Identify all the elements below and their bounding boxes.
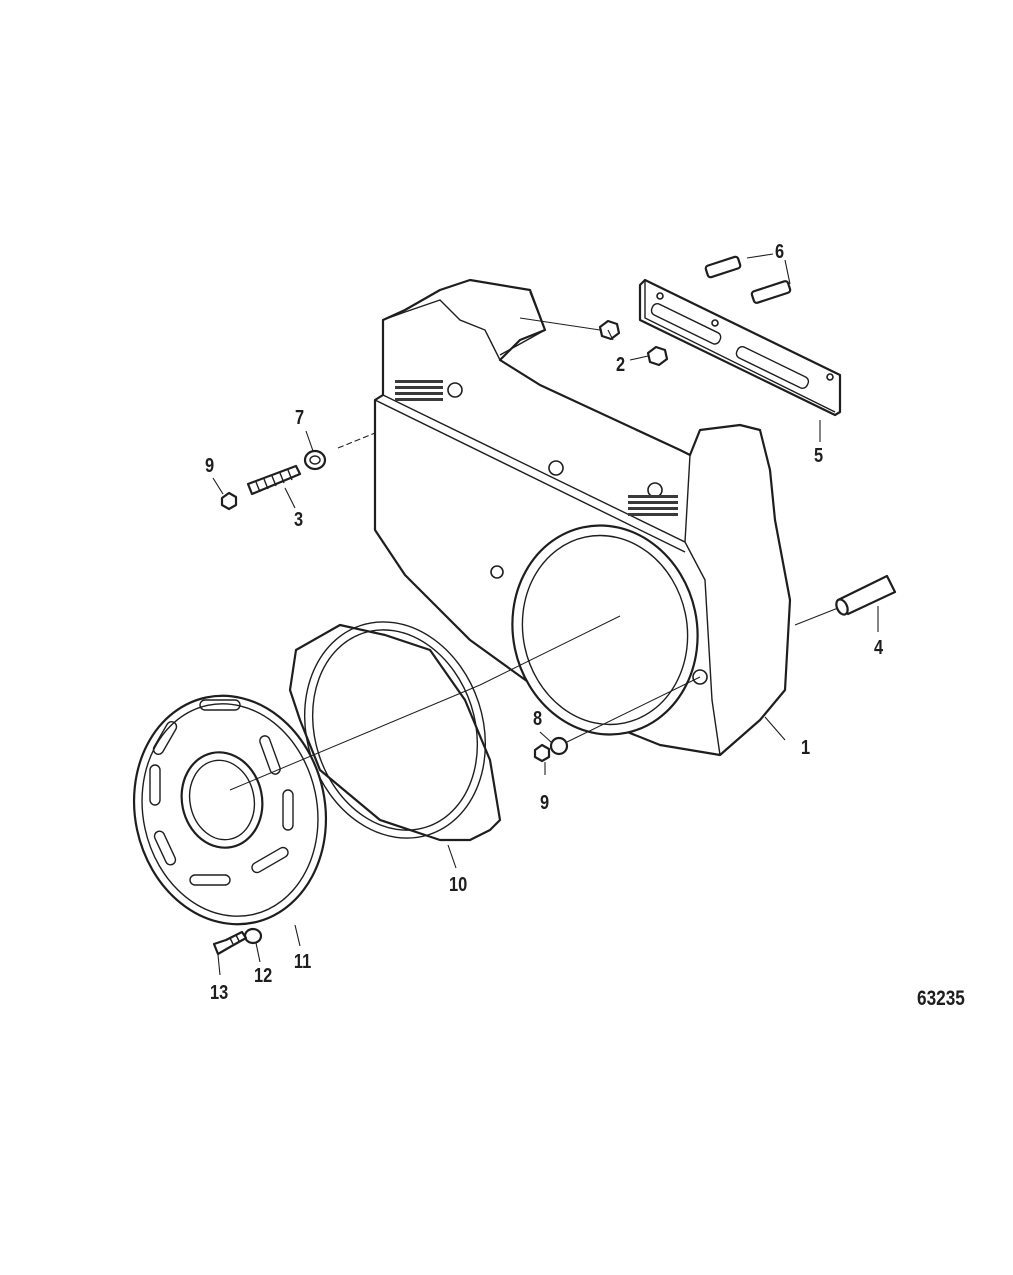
callout-11: 11 [293,951,312,973]
leader-lines [212,253,879,976]
bracket-plate-part-5 [638,278,842,417]
nut-part-2-lower [646,345,669,367]
nut-part-9-lower [533,743,551,763]
callout-9-lower: 9 [540,792,550,814]
callout-8: 8 [533,708,543,730]
cover-plate-part-11 [132,694,328,926]
nut-part-8 [549,736,569,756]
nut-part-7 [303,449,327,471]
housing-part-1 [373,278,792,757]
screw-part-13 [212,930,248,956]
nut-part-9-upper [220,491,238,511]
callout-7: 7 [295,407,305,429]
figure-number: 63235 [917,987,965,1010]
nut-part-2-upper [598,319,621,341]
centerlines [229,317,839,791]
callout-10: 10 [449,874,468,896]
washer-part-12 [243,927,263,945]
pin-part-6-upper [704,255,742,279]
callout-12: 12 [254,965,273,987]
callout-4: 4 [874,637,884,659]
callout-13: 13 [210,982,229,1004]
callout-9-upper: 9 [205,455,215,477]
stud-part-3 [246,464,302,496]
pin-part-6-lower [750,280,792,304]
callout-2: 2 [616,354,626,376]
ring-part-10 [288,621,502,842]
callout-5: 5 [814,445,824,467]
pin-part-4 [835,574,897,616]
callout-1: 1 [801,737,811,759]
callout-6: 6 [775,241,785,263]
callout-3: 3 [294,509,304,531]
